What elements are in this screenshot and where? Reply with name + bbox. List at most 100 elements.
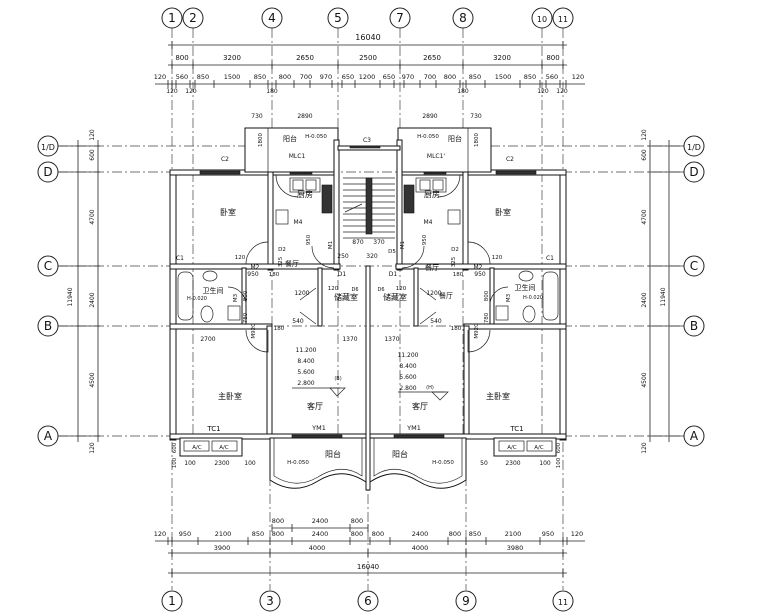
annotations-d950v-l-label: 950: [306, 234, 312, 245]
upper-1-label: 2400: [312, 517, 329, 525]
annotations-mlc1-l-label: MLC1: [289, 153, 306, 160]
segments-0-label: 120: [641, 129, 648, 141]
annotations-tc1-l-label: TC1: [206, 425, 220, 433]
grid-lines: [58, 28, 684, 590]
axis-label: 11: [558, 15, 568, 24]
upper-2-label: 800: [351, 517, 363, 525]
row2-2-label: 2650: [296, 54, 314, 62]
annotations-b50-r-label: 50: [480, 460, 488, 467]
annotations-b100v-r-label: 100: [556, 457, 562, 468]
rooms-dining-r-label: 餐厅: [439, 291, 453, 300]
row3-15-label: 1500: [495, 73, 512, 81]
axis-bubble-top: 5: [327, 7, 349, 29]
axis-bubble-bottom: 9: [455, 590, 477, 612]
annotations-h-bath-l-label: H-0.020: [187, 296, 207, 302]
axis-label: A: [690, 429, 699, 443]
elev-r-3-label: 2.800: [399, 385, 416, 392]
elev-l-1-label: 8.400: [297, 358, 314, 365]
row3-small-0-label: 120: [166, 88, 178, 95]
axis-bubble-right: B: [683, 315, 705, 337]
dims-bottom-overall-label: 16040: [357, 563, 379, 571]
annotations-d800v-r-label: 800: [484, 290, 490, 301]
annotations-d320-label: 320: [366, 253, 378, 260]
annotations-b2300-l-label: 2300: [214, 460, 229, 467]
annotations-d1200v-l-label: 1200: [294, 290, 309, 297]
rooms-living-r-label: 客厅: [412, 401, 428, 411]
row1-8-label: 2400: [412, 530, 429, 538]
annotations-d540v-r-label: 540: [430, 318, 442, 325]
axis-label: 1: [168, 594, 176, 608]
annotations-d370-label: 370: [373, 239, 385, 246]
segments-2-label: 4700: [641, 209, 648, 224]
elev-r-2-label: 5.600: [399, 374, 416, 381]
row1-4-label: 800: [272, 530, 284, 538]
rooms-master-l-label: 主卧室: [218, 391, 242, 401]
annotations-d120b-r-label: 120: [396, 286, 407, 292]
row3-12-label: 700: [424, 73, 436, 81]
row3-0-label: 120: [154, 73, 166, 81]
annotations-h-bot-l-label: H-0.050: [287, 460, 309, 466]
annotations-h-bath-r-label: H-0.020: [523, 295, 543, 301]
axis-label: 10: [537, 15, 547, 24]
annotations-m3-r-label: M3: [506, 293, 512, 302]
axis-bubble-top: 2: [182, 7, 204, 29]
annotations-d180a-r-label: 180: [453, 272, 464, 278]
annotations-ym1-r-label: YM1: [406, 424, 421, 432]
annotations-d2700-label: 2700: [200, 336, 215, 343]
row2-1-label: 4000: [309, 544, 326, 552]
row3-13-label: 800: [444, 73, 456, 81]
row3-small-3-label: 180: [457, 88, 469, 95]
rooms-balcony-top-r-label: 阳台: [448, 134, 462, 143]
segments-5-label: 120: [641, 442, 648, 454]
axis-label: B: [44, 319, 52, 333]
annotations-m4-l-label: M4: [294, 219, 303, 226]
annotations-d1370-r-label: 1370: [384, 336, 399, 343]
dims-right-overall-label: 11940: [660, 287, 667, 306]
axis-label: 1: [168, 11, 176, 25]
axis-label: 1/D: [687, 143, 701, 152]
staircase: [337, 145, 401, 491]
row3-3-label: 1500: [224, 73, 241, 81]
segments-4-label: 4500: [641, 372, 648, 387]
annotations-d1800-l-label: 1800: [258, 133, 264, 147]
row3-14-label: 850: [469, 73, 481, 81]
rooms-living-l-label: 客厅: [307, 401, 323, 411]
axis-label: D: [43, 165, 52, 179]
axis-bubble-top: 8: [452, 7, 474, 29]
ac-0-label: A/C: [192, 445, 202, 451]
ac-2-label: A/C: [507, 445, 517, 451]
axis-bubble-right: A: [683, 425, 705, 447]
row3-7-label: 970: [320, 73, 332, 81]
annotations-d6-r-label: D6: [377, 287, 384, 293]
segments-3-label: 2400: [641, 292, 648, 307]
row3-small-2-label: 180: [266, 88, 278, 95]
annotations-h-top-l-label: H-0.050: [305, 134, 327, 140]
row3-16-label: 850: [524, 73, 536, 81]
annotations-c3-label: C3: [363, 137, 371, 144]
rooms-balcony-top-l-label: 阳台: [283, 134, 297, 143]
annotations-c1-l-label: C1: [176, 255, 184, 262]
rooms-kitchen-r-label: 厨房: [424, 189, 440, 199]
rooms-balcony-bot-r-label: 阳台: [392, 449, 408, 459]
annotations-b100-r-label: 100: [539, 460, 551, 467]
left-unit-walls: [169, 127, 371, 489]
annotations-m2-r-label: M2: [474, 264, 483, 271]
axis-label: 11: [558, 598, 568, 607]
row3-8-label: 650: [342, 73, 354, 81]
annotations-d2-r-label: D2: [451, 247, 459, 253]
elev-r-1-label: 8.400: [399, 363, 416, 370]
axis-label: 9: [462, 594, 470, 608]
annotations-w950-l-label: 950: [247, 271, 259, 278]
axis-label: C: [690, 259, 698, 273]
rooms-bedroom-l-label: 卧室: [220, 207, 236, 217]
annotations-b100v-l-label: 100: [172, 457, 178, 468]
elevation-markers: [292, 387, 449, 401]
axis-label: B: [690, 319, 698, 333]
axis-bubble-top: 1: [161, 7, 183, 29]
axis-label: 3: [266, 594, 274, 608]
annotations-d1800-r-label: 1800: [474, 133, 480, 147]
row3-11-label: 970: [402, 73, 414, 81]
rooms-bedroom-r-label: 卧室: [495, 207, 511, 217]
